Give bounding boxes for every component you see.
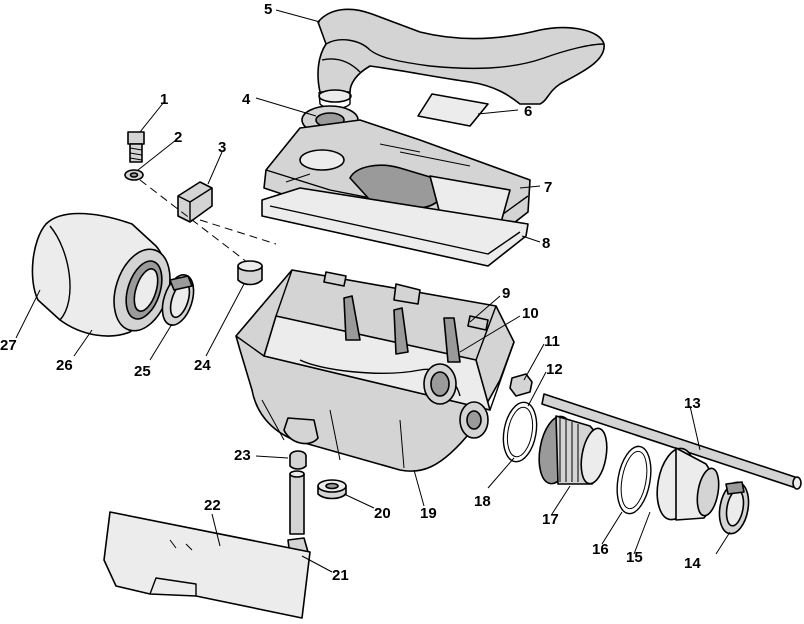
leader-lines: [15, 9, 731, 573]
callout-17: 17: [542, 511, 559, 528]
part-3-foam-block: [177, 181, 213, 223]
part-17-adapter-boot: [538, 415, 608, 485]
callout-4: 4: [242, 91, 251, 108]
part-8-cover-seal: [261, 187, 529, 267]
callout-14: 14: [684, 555, 701, 572]
callout-8: 8: [542, 235, 550, 252]
part-23-grommet: [289, 450, 307, 470]
part-24-bushing: [237, 260, 263, 286]
callout-labels: 5 4 1 2 3 6 7 8 9 10 11 12 13 14 15 16 1…: [0, 1, 701, 584]
callout-18: 18: [474, 493, 491, 510]
part-22-heat-shield: [103, 511, 311, 619]
callout-19: 19: [420, 505, 437, 522]
part-21-drain-tube: [287, 470, 309, 561]
part-20-spacer: [317, 479, 347, 500]
callout-12: 12: [546, 361, 563, 378]
part-11-nut: [509, 373, 533, 397]
part-2-washer: [124, 169, 144, 181]
part-26-filter-cage: [113, 248, 171, 332]
callout-26: 26: [56, 357, 73, 374]
callout-22: 22: [204, 497, 221, 514]
callout-5: 5: [264, 1, 272, 18]
callout-27: 27: [0, 337, 17, 354]
callout-10: 10: [522, 305, 539, 322]
part-5-intake-snorkel: [317, 8, 605, 110]
part-25-hose-clamp: [161, 274, 195, 326]
callout-23: 23: [234, 447, 251, 464]
callout-3: 3: [218, 139, 226, 156]
callout-20: 20: [374, 505, 391, 522]
callout-11: 11: [544, 333, 560, 350]
callout-24: 24: [194, 357, 211, 374]
callout-7: 7: [544, 179, 552, 196]
callout-1: 1: [160, 91, 168, 108]
part-6-decal: [417, 93, 489, 127]
callout-6: 6: [524, 103, 532, 120]
callout-9: 9: [502, 285, 510, 302]
callout-2: 2: [174, 129, 182, 146]
part-1-bolt: [127, 131, 145, 163]
part-16-clamp-ring: [616, 445, 652, 515]
part-19-airbox-base: [235, 269, 515, 473]
callout-25: 25: [134, 363, 151, 380]
part-18-o-ring: [502, 401, 538, 463]
part-14-hose-clamp: [718, 481, 750, 535]
part-13-rod: [541, 393, 802, 490]
part-15-rubber-boot: [656, 447, 720, 521]
callout-13: 13: [684, 395, 701, 412]
callout-15: 15: [626, 549, 643, 566]
callout-16: 16: [592, 541, 609, 558]
callout-21: 21: [332, 567, 349, 584]
